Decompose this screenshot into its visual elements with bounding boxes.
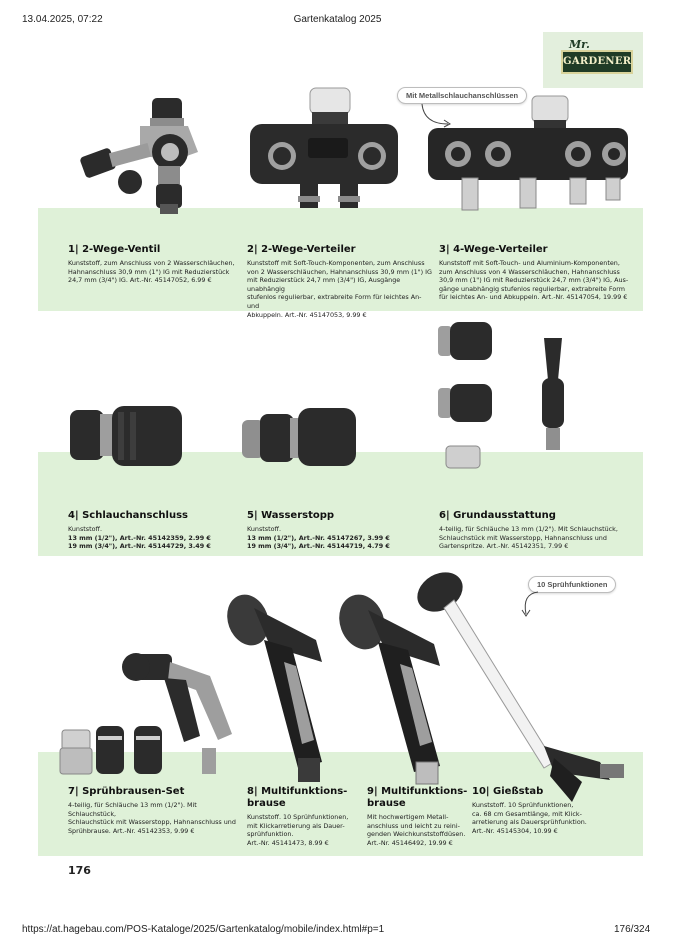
product-line: von 2 Wasserschläuchen, Hahnanschluss 30… [247,267,432,276]
product-image-multifunktionsbrause-8 [227,594,322,782]
product-image-schlauchanschluss [70,406,182,466]
brand-logo-name: GARDENER [561,50,633,74]
product-line: Mit hochwertigem Metall- [367,813,449,821]
band-row-1 [38,208,643,311]
product-line: 13 mm (1/2"), Art.-Nr. 45147267, 3.99 € [247,533,390,542]
product-line: 30,9 mm (1") IG mit Reduzierstück 24,7 m… [439,276,629,285]
product-title: 8| Multifunktions- brause [247,786,348,809]
product-image-4-wege-verteiler [428,95,628,211]
product-image-multifunktionsbrause-9 [339,594,440,785]
product-3: 3| 4-Wege-Verteiler Kunststoff mit Soft-… [439,244,634,302]
product-9: 9| Multifunktions- brause Mit hochwertig… [367,786,477,847]
product-line: gänge unabhängig stufenlos regulierbar, … [439,284,625,293]
product-line: Sprühbrause. Art.-Nr. 45142353, 9.99 € [68,826,195,835]
product-line: Art.-Nr. 45146492, 19.99 € [367,838,453,847]
print-page-count: 176/324 [614,924,651,935]
product-line: Kunststoff. 10 Sprühfunktionen, [247,813,349,821]
product-line: Kunststoff mit Soft-Touch- und Aluminium… [439,259,620,267]
product-2: 2| 2-Wege-Verteiler Kunststoff mit Soft-… [247,244,432,319]
product-image-wasserstopp [242,408,356,466]
product-6: 6| Grundausstattung 4-teilig, für Schläu… [439,510,634,551]
page-number: 176 [68,864,91,877]
product-line: genden Weichkunststoffdüsen. [367,830,466,839]
product-image-spruehbrausen-set [59,653,232,775]
callout-metal-connectors: Mit Metallschlauchanschlüssen [397,87,528,104]
product-line: 13 mm (1/2"), Art.-Nr. 45142359, 2.99 € [68,533,211,542]
product-title: 10| Gießstab [472,786,544,797]
product-line: 24,7 mm (3/4") IG. Art.-Nr. 45147052, 6.… [68,276,212,285]
product-line: für leichtes An- und Abkuppeln. Art.-Nr.… [439,293,628,302]
product-line: stufenlos regulierbar, extrabreite Form … [247,293,422,310]
product-8: 8| Multifunktions- brause Kunststoff. 10… [247,786,362,847]
callout-arrow-icon [421,103,451,128]
product-line: Schlauchstück mit Wasserstopp, Hahnansch… [68,818,236,827]
product-line: Gartenspritze. Art.-Nr. 45142351, 7.99 € [439,542,569,551]
product-title: 5| Wasserstopp [247,510,335,521]
product-line: 19 mm (3/4"), Art.-Nr. 45144729, 3.49 € [68,542,211,551]
product-line: Art.-Nr. 45145304, 10.99 € [472,826,558,835]
product-title: 7| Sprühbrausen-Set [68,786,185,797]
product-line: arretierung als Dauersprühfunktion. [472,818,587,827]
product-line: anschluss und leicht zu reini- [367,821,460,830]
product-7: 7| Sprühbrausen-Set 4-teilig, für Schläu… [68,786,243,835]
product-5: 5| Wasserstopp Kunststoff. 13 mm (1/2"),… [247,510,427,551]
product-line: 4-teilig, für Schläuche 13 mm (1/2"). Mi… [68,801,197,818]
product-line: sprühfunktion. [247,830,294,839]
product-line: Kunststoff. 10 Sprühfunktionen, [472,801,574,809]
product-line: Schlauchstück mit Wasserstopp, Hahnansch… [439,533,607,542]
print-url[interactable]: https://at.hagebau.com/POS-Kataloge/2025… [22,924,385,935]
product-10: 10| Gießstab Kunststoff. 10 Sprühfunktio… [472,786,602,835]
product-line: mit Klickarretierung als Dauer- [247,821,345,830]
brand-logo: Mr. GARDENER [543,32,643,88]
product-line: Art.-Nr. 45141473, 8.99 € [247,838,329,847]
product-4: 4| Schlauchanschluss Kunststoff. 13 mm (… [68,510,238,551]
product-title: 2| 2-Wege-Verteiler [247,244,356,255]
print-datetime: 13.04.2025, 07:22 [22,14,103,25]
product-line: ca. 68 cm Gesamtlänge, mit Klick- [472,809,582,818]
band-row-2 [38,452,643,556]
product-title: 9| Multifunktions- brause [367,786,468,809]
product-line: mit Reduzierstück 24,7 mm (3/4") IG, Aus… [247,276,401,293]
product-image-giessstab [417,572,624,802]
callout-spray-functions: 10 Sprühfunktionen [528,576,617,593]
product-line: Kunststoff, zum Anschluss von 2 Wassersc… [68,259,235,267]
product-title: 3| 4-Wege-Verteiler [439,244,548,255]
product-line: Abkuppeln. Art.-Nr. 45147053, 9.99 € [247,310,367,319]
callout-arrow-icon [521,591,539,617]
product-line: zum Anschluss von 4 Wasserschläuchen, Ha… [439,267,620,276]
brand-logo-script: Mr. [569,38,590,51]
product-line: 4-teilig, für Schläuche 13 mm (1/2"). Mi… [439,525,618,533]
product-1: 1| 2-Wege-Ventil Kunststoff, zum Anschlu… [68,244,238,285]
product-line: 19 mm (3/4"), Art.-Nr. 45144719, 4.79 € [247,542,390,551]
product-line: Kunststoff. [247,525,281,533]
product-line: Kunststoff. [68,525,102,533]
product-title: 4| Schlauchanschluss [68,510,188,521]
product-title: 6| Grundausstattung [439,510,556,521]
product-image-2-wege-ventil [80,98,198,214]
print-doc-title: Gartenkatalog 2025 [293,14,382,25]
product-image-2-wege-verteiler [250,87,398,208]
product-image-grundausstattung [438,322,564,469]
product-line: Hahnanschluss 30,9 mm (1") IG mit Reduzi… [68,267,230,276]
product-line: Kunststoff mit Soft-Touch-Komponenten, z… [247,259,425,267]
product-title: 1| 2-Wege-Ventil [68,244,161,255]
